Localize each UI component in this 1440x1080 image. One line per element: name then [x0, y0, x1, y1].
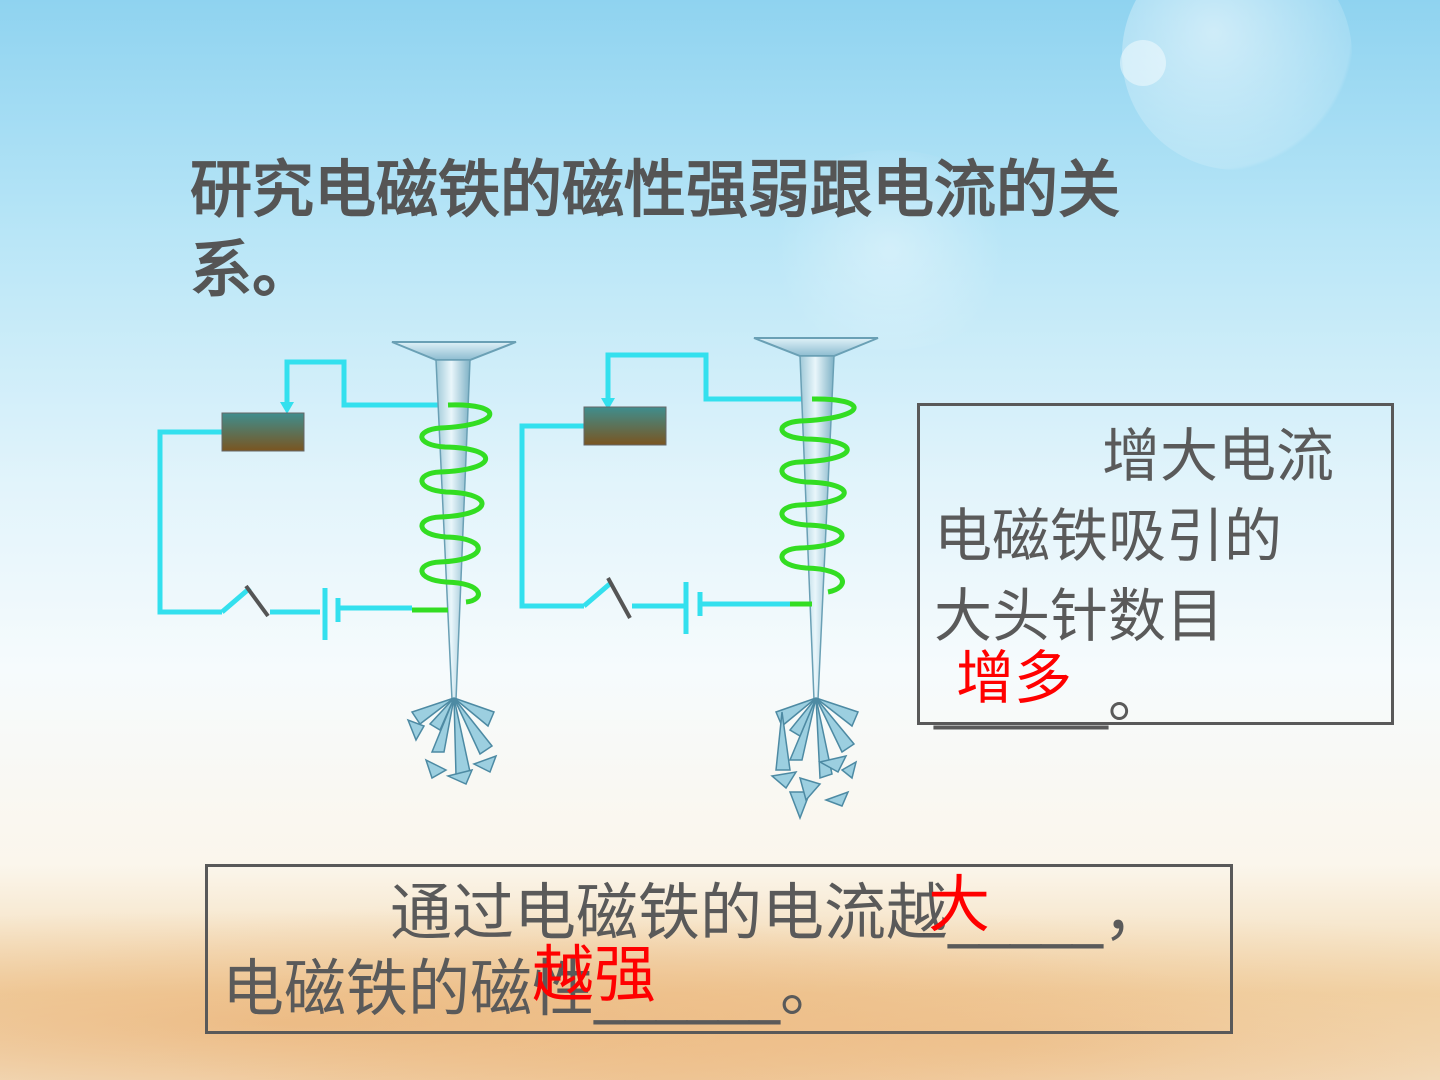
- answer-blank-2: ______越强: [532, 938, 781, 1027]
- blank-underline: ______: [594, 952, 781, 1025]
- switch-blade: [244, 584, 270, 618]
- result-box: 增大电流 电磁铁吸引的 大头针数目 ______ 增多 。: [917, 403, 1394, 730]
- wire: [605, 352, 812, 404]
- rheostat: [221, 412, 305, 452]
- switch-lever: [582, 580, 614, 608]
- answer-blank: ______ 增多: [934, 644, 1108, 736]
- answer-text-1: 大: [928, 868, 991, 941]
- light-glow: [760, 150, 1020, 350]
- sand-background: [0, 890, 1440, 1080]
- conclusion-line-2: 电磁铁的磁性______越强。: [222, 938, 1230, 1027]
- nail-head: [753, 337, 879, 357]
- answer-text: 增多: [956, 644, 1073, 712]
- answer-blank-1: _____大: [928, 868, 1104, 951]
- coil: [779, 396, 857, 595]
- period: 。: [780, 952, 843, 1025]
- period: 。: [1108, 662, 1167, 730]
- nail-body: [435, 359, 471, 701]
- result-line-4: ______ 增多 。: [934, 644, 1391, 736]
- wire: [157, 429, 222, 615]
- blank-underline: _____: [948, 876, 1104, 949]
- circuit-left: [157, 341, 517, 785]
- wire: [284, 359, 448, 408]
- switch-blade: [606, 577, 632, 619]
- light-bubble-small: [1120, 40, 1166, 86]
- answer-text-2: 越强: [532, 938, 657, 1011]
- conclusion-box: 通过电磁铁的电流越_____大， 电磁铁的磁性______越强。: [205, 864, 1233, 1034]
- conclusion-text-2: 电磁铁的磁性: [222, 952, 595, 1025]
- result-line-1: 增大电流: [1102, 422, 1335, 490]
- comma: ，: [1103, 876, 1166, 949]
- coil: [419, 402, 493, 605]
- pins-cluster-right: [770, 697, 860, 821]
- switch-lever: [220, 586, 252, 614]
- slider-arrow: [280, 402, 294, 414]
- slider-arrow: [601, 398, 615, 410]
- slide-title: 研究电磁铁的磁性强弱跟电流的关系。: [190, 153, 1121, 306]
- blank-underline: ______: [934, 662, 1108, 730]
- conclusion-line-1: 通过电磁铁的电流越_____大，: [222, 868, 1230, 951]
- circuit-right: [519, 337, 879, 821]
- wire: [519, 423, 584, 609]
- pins-cluster-left: [406, 697, 498, 785]
- result-line-2: 电磁铁吸引的: [934, 502, 1283, 570]
- nail-head: [391, 341, 517, 361]
- rheostat: [583, 406, 667, 446]
- result-line-3: 大头针数目: [934, 582, 1225, 650]
- conclusion-text-1: 通过电磁铁的电流越: [390, 876, 949, 949]
